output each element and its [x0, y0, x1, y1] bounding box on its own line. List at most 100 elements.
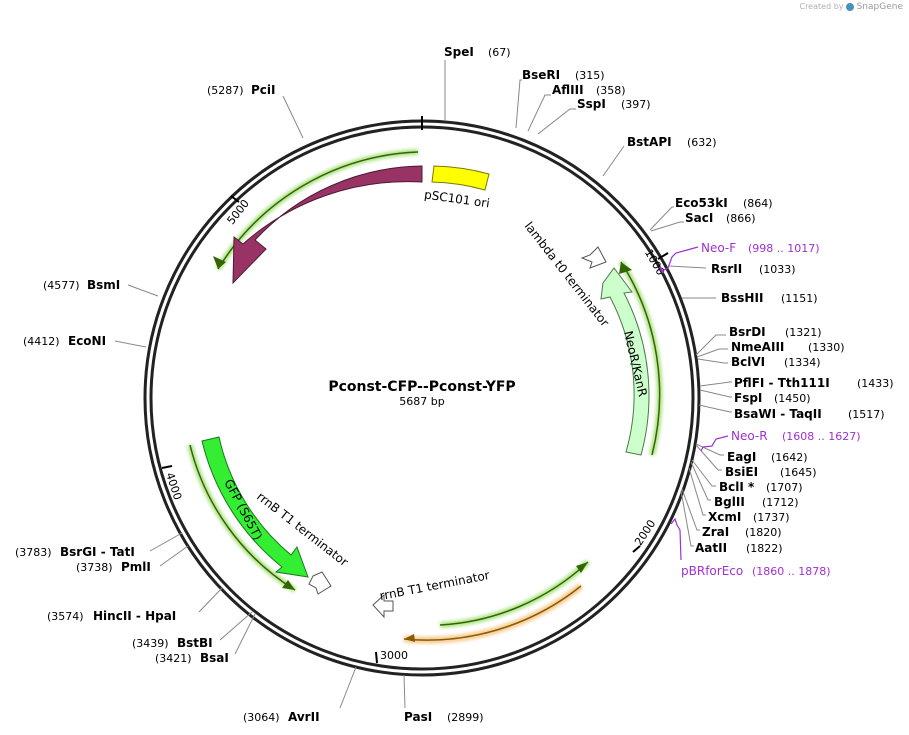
enzyme-BssHII[interactable]: BssHII (1151): [682, 291, 818, 305]
enzyme-BsrDI[interactable]: BsrDI (1321): [695, 325, 822, 356]
enzyme-pos-Eco53kI: (864): [743, 197, 773, 210]
enzyme-name-BsiEI: BsiEI: [725, 465, 758, 479]
feature-lambda-terminator[interactable]: lambda t0 terminator: [522, 219, 612, 329]
enzyme-AvrII[interactable]: AvrII (3064): [243, 666, 357, 724]
primer-neo-r[interactable]: Neo-R (1608 .. 1627): [700, 429, 861, 452]
tick-label-3000: 3000: [380, 649, 408, 662]
enzyme-name-NmeAIII: NmeAIII: [731, 340, 784, 354]
enzyme-name-FspI: FspI: [734, 391, 762, 405]
tick-3000: 3000: [375, 649, 408, 664]
enzyme-PflFI[interactable]: PflFI - Tth111I (1433): [699, 376, 894, 390]
enzyme-BsrGI[interactable]: BsrGI - TatI (3783): [15, 532, 183, 559]
enzyme-pos-PflFI: (1433): [857, 377, 894, 390]
enzyme-PciI[interactable]: PciI (5287): [207, 83, 304, 139]
enzyme-name-Eco53kI: Eco53kI: [675, 196, 728, 210]
enzyme-PasI[interactable]: PasI (2899): [403, 674, 484, 724]
enzyme-pos-PmlI: (3738): [76, 561, 113, 574]
enzyme-BsaWI[interactable]: BsaWI - TaqII (1517): [698, 404, 885, 421]
enzyme-name-BclI: BclI *: [719, 480, 755, 494]
enzyme-SacI[interactable]: SacI (866): [650, 211, 756, 232]
primer-pbrforeco[interactable]: pBRforEco (1860 .. 1878): [670, 517, 831, 578]
enzyme-name-BsaI: BsaI: [200, 651, 229, 665]
psc101-label: pSC101 ori: [423, 187, 490, 210]
enzyme-EagI[interactable]: EagI (1642): [695, 443, 808, 464]
plasmid-size: 5687 bp: [399, 395, 444, 408]
enzyme-ZraI[interactable]: ZraI (1820): [681, 488, 782, 539]
enzyme-pos-SspI: (397): [621, 98, 651, 111]
enzyme-BstAPI[interactable]: BstAPI (632): [602, 135, 717, 177]
feature-psc101-ori[interactable]: pSC101 ori: [423, 165, 491, 210]
enzyme-name-PciI: PciI: [251, 83, 276, 97]
enzyme-pos-RsrII: (1033): [759, 263, 796, 276]
enzyme-name-AflIII: AflIII: [552, 83, 584, 97]
enzyme-name-PmlI: PmlI: [121, 560, 151, 574]
enzyme-pos-SacI: (866): [726, 212, 756, 225]
enzyme-BsaI[interactable]: BsaI (3421): [155, 613, 256, 665]
enzyme-name-HincII: HincII - HpaI: [93, 609, 176, 623]
primer-pos-neo-r: (1608 .. 1627): [782, 430, 861, 443]
enzyme-pos-EcoNI: (4412): [23, 335, 60, 348]
feature-bottom-arcs: [403, 559, 591, 644]
rep101-arrow: [232, 165, 423, 285]
lambda-terminator-arrow: [580, 246, 607, 269]
enzyme-Eco53kI[interactable]: Eco53kI (864): [649, 196, 773, 231]
enzyme-pos-AflIII: (358): [596, 84, 626, 97]
enzyme-name-SspI: SspI: [577, 97, 606, 111]
enzyme-RsrII[interactable]: RsrII (1033): [668, 262, 796, 276]
primer-name-neo-r: Neo-R: [731, 429, 768, 443]
enzyme-pos-BclI: (1707): [766, 481, 803, 494]
enzyme-name-BstBI: BstBI: [177, 636, 213, 650]
enzyme-pos-BsaWI: (1517): [848, 408, 885, 421]
enzyme-BglII[interactable]: BglII (1712): [690, 461, 799, 509]
enzyme-HincII[interactable]: HincII - HpaI (3574): [47, 587, 223, 623]
enzyme-FspI[interactable]: FspI (1450): [699, 389, 811, 405]
primer-name-neo-f: Neo-F: [701, 241, 736, 255]
enzyme-name-AvrII: AvrII: [288, 710, 320, 724]
enzyme-pos-PciI: (5287): [207, 84, 244, 97]
gfp-arrow: [201, 436, 309, 578]
psc101-block: [431, 165, 490, 191]
enzyme-PmlI[interactable]: PmlI (3738): [76, 545, 189, 574]
enzyme-pos-AvrII: (3064): [243, 711, 280, 724]
feature-rep101[interactable]: Rep101: [213, 149, 423, 285]
enzyme-BsiEI[interactable]: BsiEI (1645): [695, 444, 817, 479]
enzyme-name-BclVI: BclVI: [731, 355, 765, 369]
enzyme-BstBI[interactable]: BstBI (3439): [132, 611, 253, 650]
rrnb-terminator-2-label: rrnB T1 terminator: [378, 568, 490, 603]
enzyme-SpeI[interactable]: SpeI (67): [444, 45, 511, 121]
enzyme-BclI[interactable]: BclI * (1707): [691, 459, 803, 494]
primer-pos-pbrforeco: (1860 .. 1878): [752, 565, 831, 578]
enzyme-AflIII[interactable]: AflIII (358): [527, 83, 626, 132]
enzyme-pos-BseRI: (315): [575, 69, 605, 82]
enzyme-AatII[interactable]: AatII (1822): [680, 490, 783, 555]
enzyme-NmeAIII[interactable]: NmeAIII (1330): [696, 340, 845, 358]
enzyme-pos-ZraI: (1820): [745, 526, 782, 539]
enzyme-name-ZraI: ZraI: [702, 525, 729, 539]
enzyme-name-SpeI: SpeI: [444, 45, 474, 59]
enzyme-name-AatII: AatII: [695, 541, 727, 555]
enzyme-name-EagI: EagI: [727, 450, 756, 464]
enzyme-pos-BclVI: (1334): [784, 356, 821, 369]
enzyme-pos-BstAPI: (632): [687, 136, 717, 149]
credit: Created by SnapGene: [799, 2, 903, 12]
enzyme-name-BssHII: BssHII: [721, 291, 763, 305]
enzyme-BsmI[interactable]: BsmI (4577): [43, 278, 159, 297]
plasmid-name: Pconst-CFP--Pconst-YFP: [328, 379, 515, 395]
enzyme-EcoNI[interactable]: EcoNI (4412): [23, 334, 147, 348]
enzyme-XcmI[interactable]: XcmI (1737): [688, 467, 790, 524]
primer-neo-f[interactable]: Neo-F (998 .. 1017): [659, 241, 820, 274]
enzyme-name-BglII: BglII: [714, 495, 745, 509]
enzyme-name-BsrGI: BsrGI - TatI: [60, 545, 135, 559]
enzyme-pos-NmeAIII: (1330): [808, 341, 845, 354]
enzyme-BseRI[interactable]: BseRI (315): [515, 68, 605, 129]
enzyme-SspI[interactable]: SspI (397): [537, 97, 651, 135]
enzyme-pos-BsrDI: (1321): [785, 326, 822, 339]
enzyme-name-BseRI: BseRI: [522, 68, 560, 82]
feature-rrnb-terminator-2[interactable]: rrnB T1 terminator: [372, 568, 491, 619]
enzyme-pos-BsmI: (4577): [43, 279, 80, 292]
enzyme-BclVI[interactable]: BclVI (1334): [697, 355, 821, 369]
gfp-label: GFP (S65T): [221, 477, 265, 543]
feature-neor-kanr[interactable]: NeoR/KanR: [600, 260, 663, 456]
enzyme-pos-HincII: (3574): [47, 610, 84, 623]
